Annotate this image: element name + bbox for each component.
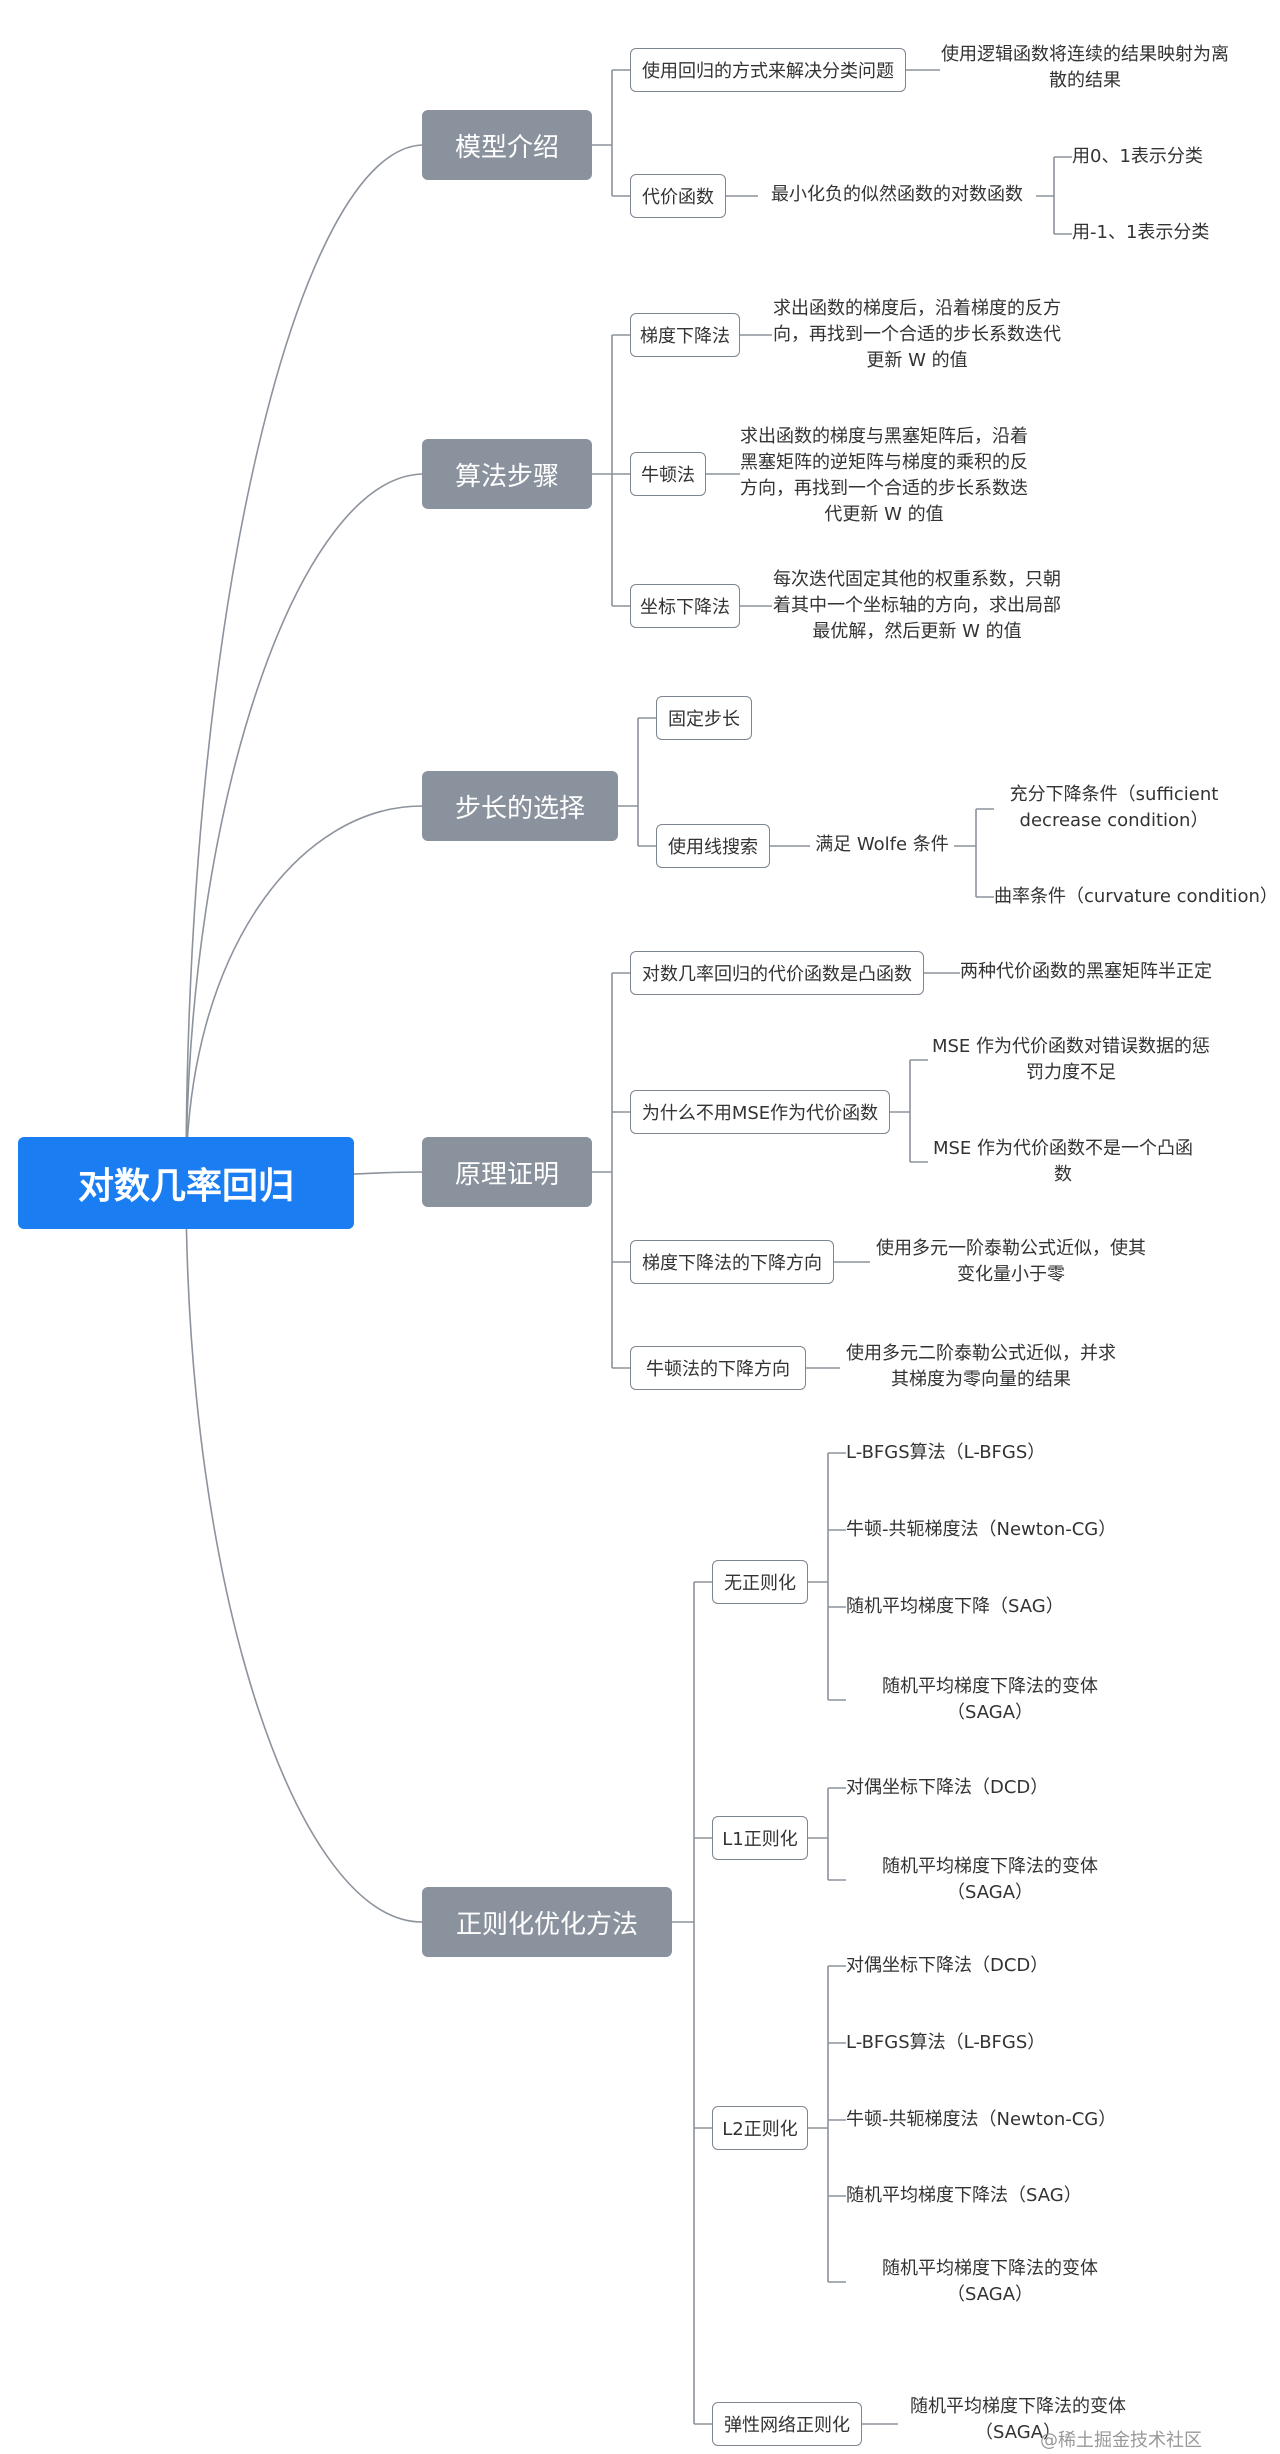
proof-newton-direction-box[interactable]: 牛顿法的下降方向	[630, 1346, 806, 1390]
step-sufficient-text: 充分下降条件（sufficient decrease condition）	[1009, 784, 1219, 832]
reg-l2-item-3: 牛顿-共轭梯度法（Newton-CG）	[846, 2109, 1117, 2130]
reg-l2-box[interactable]: L2正则化	[712, 2106, 808, 2150]
intro-logistic-text: 使用逻辑函数将连续的结果映射为离散的结果	[941, 44, 1229, 92]
intro-neg1-text: 用-1、1表示分类	[1072, 222, 1210, 243]
reg-l2-item-1: 对偶坐标下降法（DCD）	[846, 1955, 1049, 1976]
intro-01-text: 用0、1表示分类	[1072, 146, 1203, 167]
category-proof[interactable]: 原理证明	[422, 1137, 592, 1207]
algo-gd-box[interactable]: 梯度下降法	[630, 313, 740, 357]
category-reg[interactable]: 正则化优化方法	[422, 1887, 672, 1957]
step-wolfe-text: 满足 Wolfe 条件	[815, 834, 949, 855]
reg-none-item-2: 牛顿-共轭梯度法（Newton-CG）	[846, 1519, 1117, 1540]
reg-none-item-3: 随机平均梯度下降（SAG）	[846, 1596, 1064, 1617]
proof-mse-penalty-text: MSE 作为代价函数对错误数据的惩罚力度不足	[931, 1036, 1211, 1084]
reg-l1-box[interactable]: L1正则化	[712, 1816, 808, 1860]
algo-gd-text: 求出函数的梯度后，沿着梯度的反方向，再找到一个合适的步长系数迭代更新 W 的值	[773, 298, 1061, 372]
reg-l1-item-2: 随机平均梯度下降法的变体（SAGA）	[882, 1856, 1098, 1904]
proof-hessian-text: 两种代价函数的黑塞矩阵半正定	[960, 961, 1212, 982]
reg-none-box[interactable]: 无正则化	[712, 1560, 808, 1604]
category-intro[interactable]: 模型介绍	[422, 110, 592, 180]
category-step[interactable]: 步长的选择	[422, 771, 618, 841]
proof-convex-box[interactable]: 对数几率回归的代价函数是凸函数	[630, 951, 924, 995]
reg-elastic-box[interactable]: 弹性网络正则化	[712, 2402, 862, 2446]
category-algo[interactable]: 算法步骤	[422, 439, 592, 509]
intro-cost-text: 最小化负的似然函数的对数函数	[771, 184, 1023, 205]
intro-regression-box[interactable]: 使用回归的方式来解决分类问题	[630, 48, 906, 92]
step-linesearch-box[interactable]: 使用线搜索	[656, 824, 770, 868]
algo-cd-text: 每次迭代固定其他的权重系数，只朝着其中一个坐标轴的方向，求出局部最优解，然后更新…	[773, 569, 1061, 643]
step-curvature-text: 曲率条件（curvature condition）	[994, 886, 1278, 907]
algo-newton-box[interactable]: 牛顿法	[630, 452, 706, 496]
intro-cost-box[interactable]: 代价函数	[630, 174, 726, 218]
root-node[interactable]: 对数几率回归	[18, 1137, 354, 1229]
proof-newton-direction-text: 使用多元二阶泰勒公式近似，并求其梯度为零向量的结果	[846, 1343, 1116, 1391]
proof-gd-direction-box[interactable]: 梯度下降法的下降方向	[630, 1240, 834, 1284]
proof-mse-box[interactable]: 为什么不用MSE作为代价函数	[630, 1090, 890, 1134]
reg-none-item-4: 随机平均梯度下降法的变体（SAGA）	[882, 1676, 1098, 1724]
algo-newton-text: 求出函数的梯度与黑塞矩阵后，沿着黑塞矩阵的逆矩阵与梯度的乘积的反方向，再找到一个…	[740, 426, 1028, 526]
proof-mse-convex-text: MSE 作为代价函数不是一个凸函数	[932, 1138, 1194, 1186]
watermark: @稀土掘金技术社区	[1040, 2430, 1202, 2451]
reg-l2-item-2: L-BFGS算法（L-BFGS）	[846, 2032, 1046, 2053]
reg-l2-item-4: 随机平均梯度下降法（SAG）	[846, 2185, 1082, 2206]
reg-elastic-item-1: 随机平均梯度下降法的变体（SAGA）	[910, 2396, 1126, 2444]
reg-none-item-1: L-BFGS算法（L-BFGS）	[846, 1442, 1046, 1463]
algo-cd-box[interactable]: 坐标下降法	[630, 584, 740, 628]
reg-l2-item-5: 随机平均梯度下降法的变体（SAGA）	[882, 2258, 1098, 2306]
proof-gd-direction-text: 使用多元一阶泰勒公式近似，使其变化量小于零	[876, 1238, 1146, 1286]
step-fixed-box[interactable]: 固定步长	[656, 696, 752, 740]
reg-l1-item-1: 对偶坐标下降法（DCD）	[846, 1777, 1049, 1798]
